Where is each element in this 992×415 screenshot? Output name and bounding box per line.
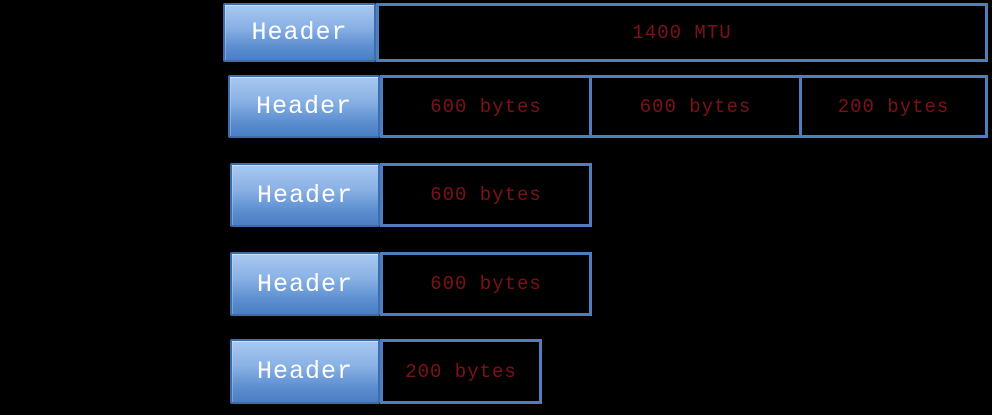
header-box: Header xyxy=(230,163,380,227)
header-label: Header xyxy=(256,357,353,386)
payload-size-label: 600 bytes xyxy=(430,184,542,206)
payload-size-label: 200 bytes xyxy=(405,360,517,383)
packet-row-original: Header 1400 MTU xyxy=(223,3,988,62)
packet-row-fragment-1: Header 600 bytes xyxy=(230,163,592,227)
payload-segment: 600 bytes xyxy=(380,75,592,138)
payload-size-label: 600 bytes xyxy=(430,95,542,118)
payload-segment: 600 bytes xyxy=(380,252,592,316)
packet-row-fragmented: Header 600 bytes 600 bytes 200 bytes xyxy=(228,75,988,138)
header-label: Header xyxy=(256,180,353,210)
payload-segment: 600 bytes xyxy=(589,75,802,138)
payload-segment: 600 bytes xyxy=(380,163,592,227)
payload-segment: 200 bytes xyxy=(799,75,988,138)
header-box: Header xyxy=(230,339,380,404)
payload-size-label: 200 bytes xyxy=(837,95,950,118)
payload-segment: 200 bytes xyxy=(380,339,542,404)
header-label: Header xyxy=(256,269,353,299)
header-label: Header xyxy=(255,92,352,121)
header-box: Header xyxy=(223,3,376,62)
header-box: Header xyxy=(228,75,380,138)
packet-row-fragment-3: Header 200 bytes xyxy=(230,339,542,404)
header-label: Header xyxy=(251,18,348,47)
header-box: Header xyxy=(230,252,380,316)
payload-size-label: 600 bytes xyxy=(639,95,752,118)
payload-segment: 1400 MTU xyxy=(376,3,988,62)
packet-row-fragment-2: Header 600 bytes xyxy=(230,252,592,316)
payload-size-label: 600 bytes xyxy=(430,273,542,295)
payload-size-label: 1400 MTU xyxy=(632,21,732,44)
